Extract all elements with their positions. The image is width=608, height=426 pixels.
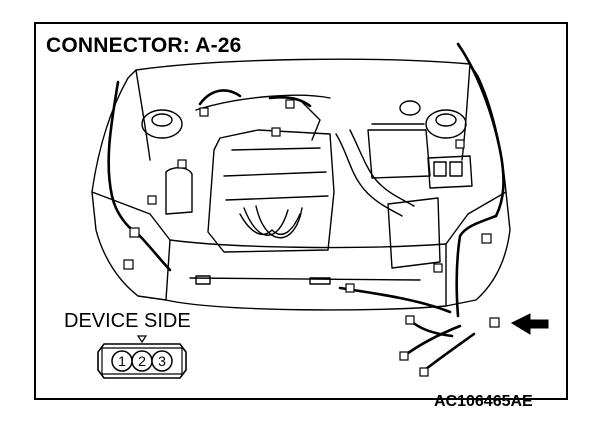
a26-connector-location	[489, 317, 500, 328]
intake-hose	[335, 133, 403, 217]
right-headlight	[445, 191, 511, 307]
harness-connector	[199, 107, 209, 117]
air-cleaner	[387, 197, 441, 269]
connector-title: CONNECTOR: A-26	[46, 34, 242, 57]
radiator-support	[169, 239, 447, 249]
left-headlight	[91, 191, 171, 301]
hood-rear-edge	[135, 58, 471, 71]
right-fender-outline	[461, 63, 507, 193]
harness-connector	[419, 367, 429, 377]
location-arrow	[510, 313, 549, 335]
pin-3-circle	[151, 350, 173, 372]
pin-2-label: 2	[138, 353, 146, 369]
harness-connector	[345, 283, 355, 293]
harness-connector	[399, 351, 409, 361]
harness-connector	[405, 315, 415, 325]
harness-connector	[147, 195, 157, 205]
device-side-label: DEVICE SIDE	[64, 310, 191, 332]
connector-key-triangle	[136, 335, 148, 344]
relay-box	[427, 155, 473, 189]
battery	[367, 129, 431, 179]
right-strut-cap	[425, 109, 467, 139]
harness-connector	[177, 159, 187, 169]
harness-connector	[129, 227, 140, 238]
left-strut-cap	[141, 109, 183, 139]
connector-face: 1 2 3	[97, 335, 187, 379]
pin-1-label: 1	[118, 353, 126, 369]
front-bumper	[165, 299, 447, 311]
harness-connector	[271, 127, 281, 137]
pin-3-label: 3	[158, 353, 166, 369]
harness-connector	[455, 139, 465, 149]
harness-connector	[123, 259, 134, 270]
figure-id: AC106465AE	[434, 393, 533, 410]
engine-block	[207, 129, 335, 253]
harness-connector	[285, 99, 295, 109]
coolant-reservoir	[165, 167, 193, 215]
harness-connector	[481, 233, 492, 244]
left-fender-outline	[91, 69, 151, 193]
harness-connector	[433, 263, 443, 273]
